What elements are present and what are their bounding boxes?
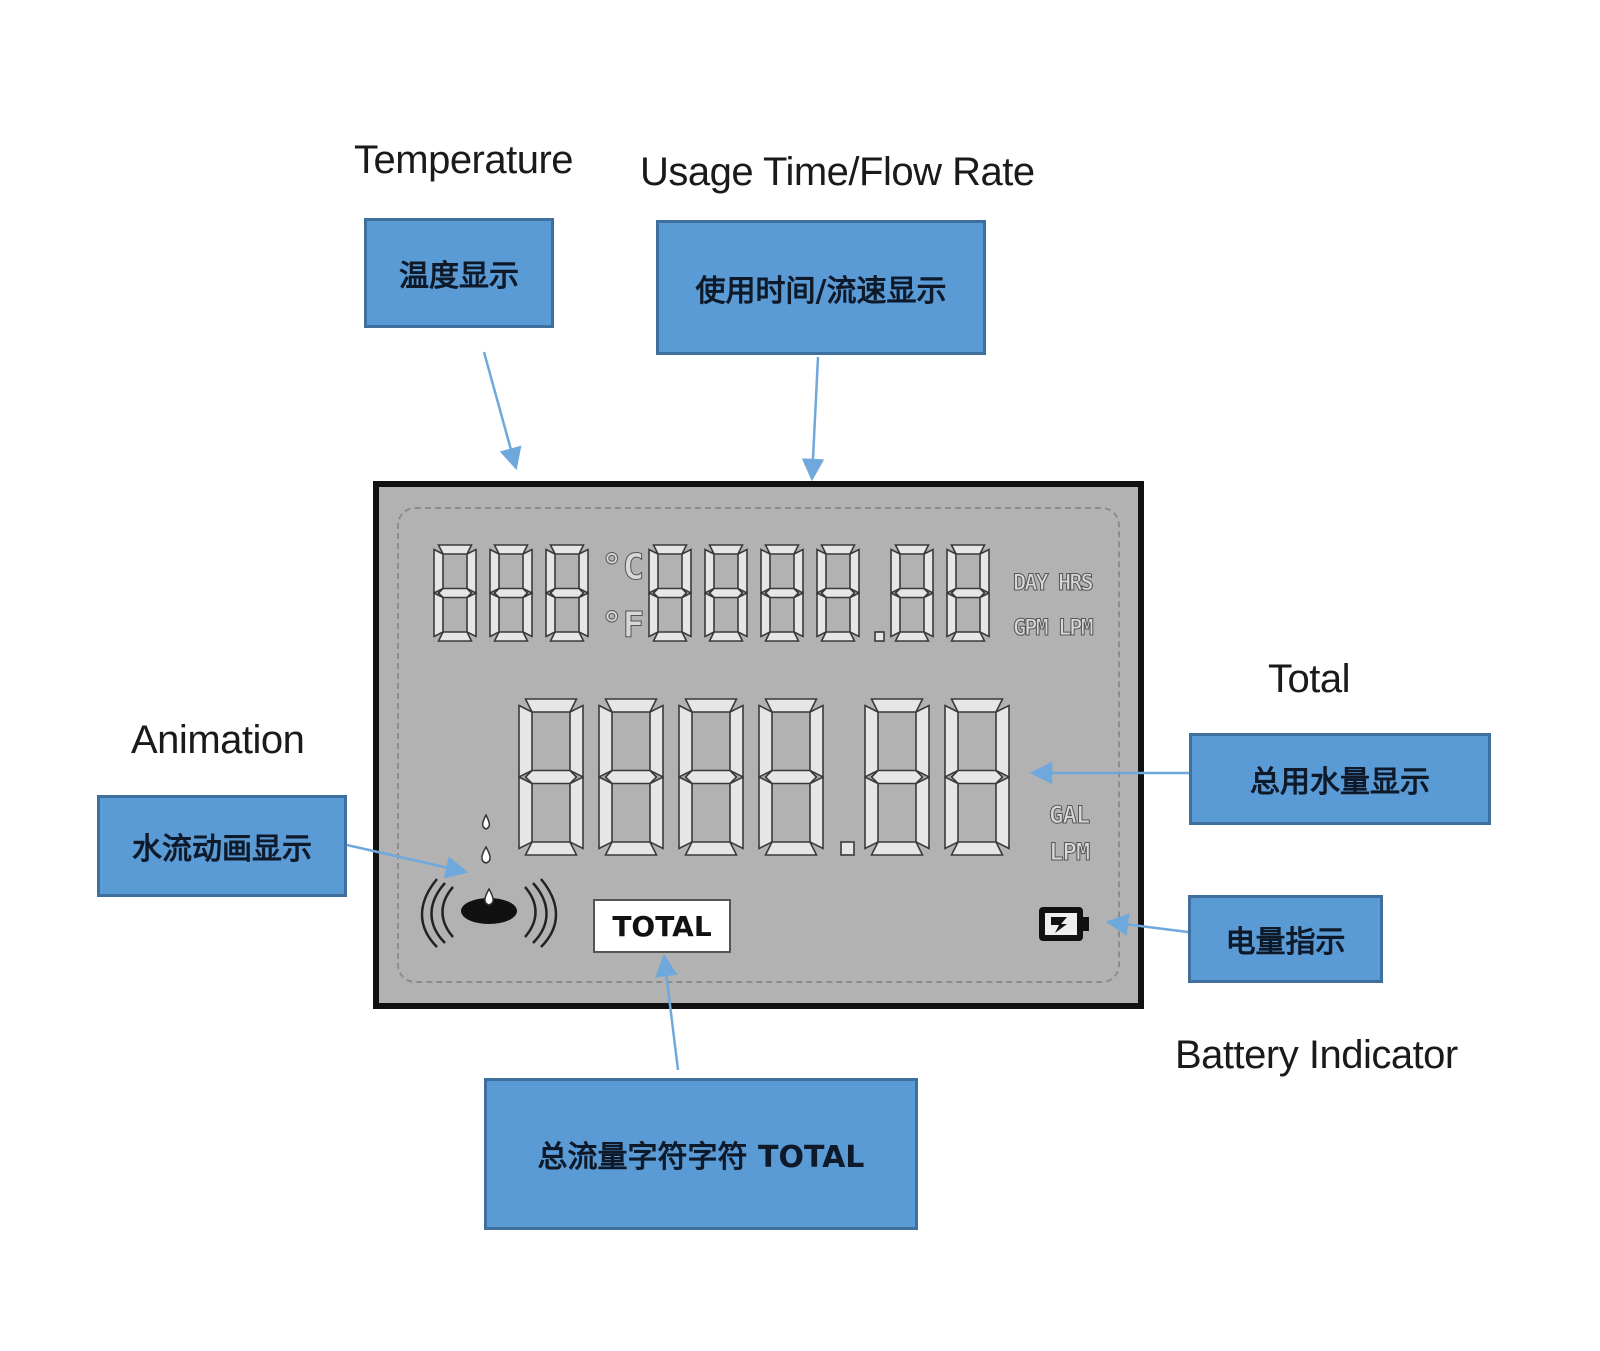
usage-digit-3	[816, 544, 860, 642]
unit-gal: GAL	[1048, 801, 1090, 830]
unit-lpm: LPM	[1048, 838, 1090, 867]
usage-digit-1	[704, 544, 748, 642]
unit-gpm-lpm: GPM LPM	[1013, 616, 1095, 642]
animation-caption: Animation	[131, 718, 305, 762]
arrow-temperature	[482, 351, 522, 471]
temperature-digit-2	[545, 544, 589, 642]
usage-digit-5	[946, 544, 990, 642]
water-animation-icon	[420, 813, 558, 948]
total-digit-1	[598, 698, 664, 856]
segment-digits-layer	[433, 544, 1010, 856]
lcd-dashed-border	[397, 507, 1120, 983]
temperature-box: 温度显示	[364, 218, 554, 328]
arrow-battery	[1105, 913, 1189, 936]
usage-digit-0	[648, 544, 692, 642]
lcd-panel: °C °F DAY HRS GPM LPM GAL LPM TOTAL	[373, 481, 1144, 1009]
usage-decimal-point	[874, 631, 885, 642]
total-digit-3	[758, 698, 824, 856]
total-digit-2	[678, 698, 744, 856]
total-decimal-point	[840, 841, 855, 856]
total-tag: TOTAL	[593, 899, 731, 953]
unit-celsius: °C	[600, 547, 645, 589]
total-digit-4	[864, 698, 930, 856]
total-digit-5	[944, 698, 1010, 856]
usage-digit-4	[890, 544, 934, 642]
usage-digit-2	[760, 544, 804, 642]
temperature-digit-1	[489, 544, 533, 642]
battery-box: 电量指示	[1188, 895, 1383, 983]
battery-caption: Battery Indicator	[1175, 1033, 1458, 1077]
usage-box: 使用时间/流速显示	[656, 220, 986, 355]
temperature-digit-0	[433, 544, 477, 642]
arrow-usage	[801, 356, 825, 482]
total-char-box: 总流量字符字符 TOTAL	[484, 1078, 918, 1230]
total-box: 总用水量显示	[1189, 733, 1491, 825]
arrow-total-char	[655, 953, 680, 1071]
unit-fahrenheit: °F	[600, 605, 645, 647]
battery-icon	[1039, 907, 1089, 941]
total-digit-0	[518, 698, 584, 856]
usage-caption: Usage Time/Flow Rate	[640, 150, 1035, 194]
temperature-caption: Temperature	[354, 138, 574, 182]
animation-box: 水流动画显示	[97, 795, 347, 897]
arrow-animation	[346, 843, 469, 879]
unit-day-hrs: DAY HRS	[1013, 571, 1095, 597]
total-caption: Total	[1268, 657, 1351, 701]
